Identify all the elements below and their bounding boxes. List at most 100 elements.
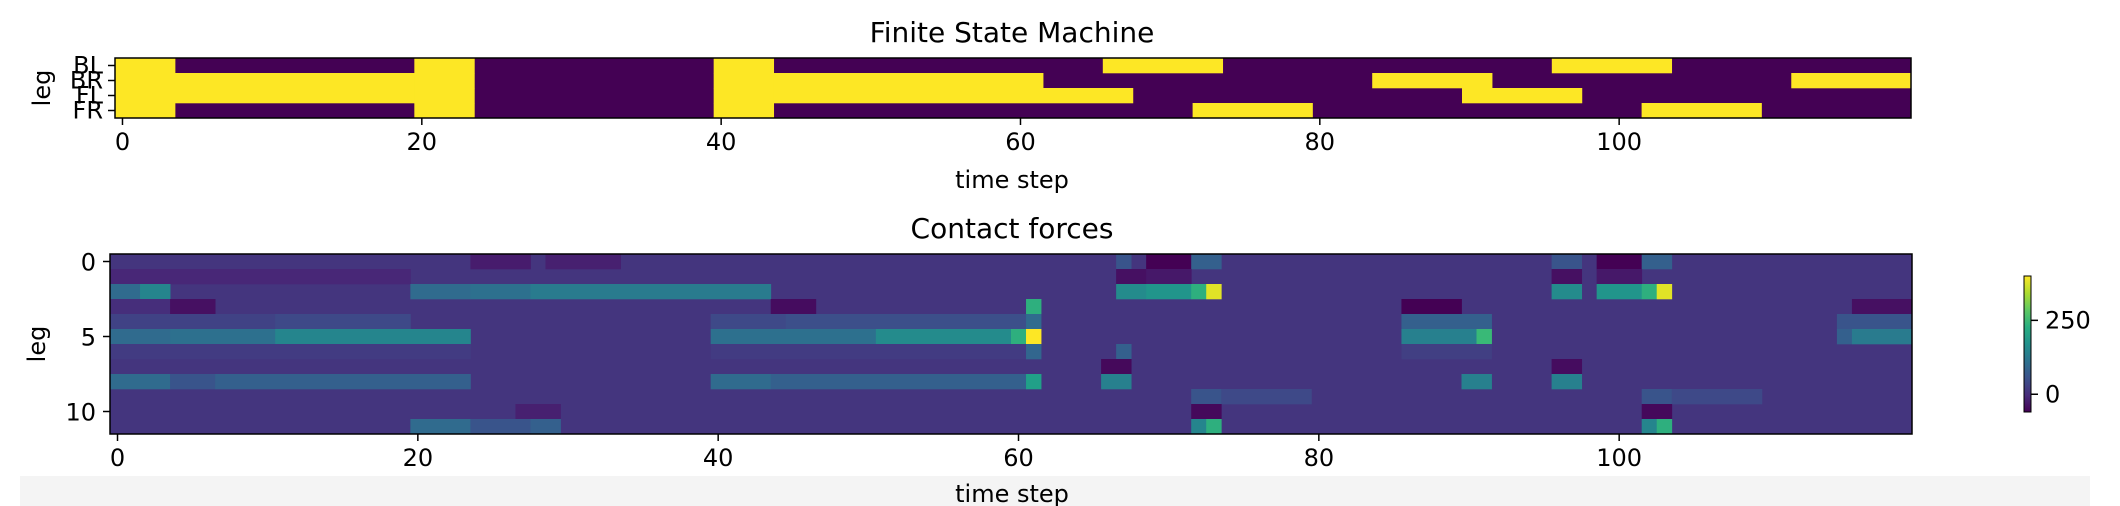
forces-cell: [1641, 389, 1673, 405]
forces-cell: [710, 344, 1027, 360]
fsm-axes-frame: [114, 57, 1912, 119]
forces-cell: [1461, 374, 1492, 390]
forces-cell: [1851, 329, 1913, 345]
forces-cell: [785, 314, 1027, 330]
forces-cell: [110, 284, 141, 300]
forces-cell: [110, 374, 171, 390]
forces-cell: [1401, 344, 1492, 360]
fsm-y-tick-label: FL: [76, 82, 104, 110]
forces-cell: [110, 299, 171, 315]
forces-cell: [1401, 314, 1492, 330]
forces-cell: [215, 374, 471, 390]
fsm-x-tick-label: 40: [706, 128, 737, 156]
fsm-x-label: time step: [955, 166, 1069, 194]
forces-cell: [1551, 359, 1583, 375]
forces-cell: [710, 374, 772, 390]
forces-cell: [110, 314, 276, 330]
forces-cell: [110, 344, 471, 360]
forces-x-tick-label: 60: [1003, 444, 1034, 472]
fsm-stance-cell: [1102, 58, 1224, 74]
forces-cell: [1656, 284, 1673, 300]
fsm-stance-cell: [773, 73, 1044, 89]
forces-cell: [1221, 389, 1312, 405]
forces-cell: [1836, 329, 1853, 345]
forces-cell: [1191, 404, 1222, 420]
forces-cell: [1596, 269, 1643, 285]
forces-cell: [1191, 284, 1207, 300]
fsm-y-tick-label: BR: [70, 67, 103, 95]
forces-cell: [1026, 299, 1042, 315]
forces-cell: [470, 419, 531, 435]
forces-cell: [1116, 269, 1147, 285]
colorbar-tick-label: 0: [2045, 380, 2060, 408]
fsm-stance-cell: [414, 58, 475, 74]
fsm-title: Finite State Machine: [870, 16, 1155, 49]
forces-cell: [1401, 329, 1477, 345]
forces-cell: [1641, 419, 1658, 435]
fsm-stance-cell: [1462, 88, 1583, 104]
forces-cell: [1026, 314, 1042, 330]
forces-cell: [410, 284, 471, 300]
forces-cell: [1596, 254, 1643, 270]
fsm-x-tick-label: 60: [1005, 128, 1036, 156]
forces-cell: [545, 254, 621, 270]
forces-cell: [1641, 404, 1673, 420]
fsm-stance-cell: [115, 73, 415, 89]
forces-cell: [770, 299, 817, 315]
fsm-stance-cell: [414, 73, 475, 89]
colorbar-gradient: [2023, 275, 2032, 413]
forces-cell: [1101, 359, 1132, 375]
forces-cell: [110, 329, 171, 345]
forces-x-tick-label: 0: [110, 444, 125, 472]
fsm-stance-cell: [713, 88, 775, 104]
forces-cell: [170, 329, 276, 345]
forces-cell: [710, 329, 877, 345]
forces-heatmap: [110, 254, 1913, 435]
forces-cell: [1026, 374, 1042, 390]
forces-cell: [875, 329, 1012, 345]
forces-cell: [1116, 284, 1147, 300]
forces-cell: [470, 284, 531, 300]
fsm-y-label: leg: [28, 70, 56, 107]
fsm-stance-cell: [115, 88, 415, 104]
forces-cell: [140, 284, 171, 300]
forces-cell: [1206, 419, 1222, 435]
forces-x-tick-label: 80: [1304, 444, 1335, 472]
forces-cell: [410, 419, 471, 435]
forces-cell: [1596, 284, 1643, 300]
bottom-band: [20, 476, 2090, 506]
forces-cell: [1641, 284, 1658, 300]
forces-cell: [1551, 284, 1583, 300]
forces-cell: [1191, 389, 1222, 405]
forces-title: Contact forces: [911, 212, 1114, 245]
forces-cell: [1476, 329, 1492, 345]
fsm-y-tick-label: FR: [73, 97, 103, 125]
fsm-x-tick-label: 80: [1305, 128, 1336, 156]
fsm-x-tick-label: 100: [1596, 128, 1642, 156]
fsm-heatmap: [115, 58, 1912, 119]
forces-cell: [1116, 254, 1132, 270]
forces-y-tick-label: 10: [65, 399, 96, 427]
fsm-x-tick-label: 0: [115, 128, 130, 156]
fsm-stance-cell: [773, 88, 1134, 104]
forces-cell: [1641, 254, 1673, 270]
forces-cell: [530, 284, 772, 300]
forces-y-tick-label: 0: [81, 249, 96, 277]
fsm-stance-cell: [115, 103, 176, 119]
fsm-x-tick-label: 20: [407, 128, 438, 156]
forces-x-tick-label: 20: [403, 444, 434, 472]
forces-axes-frame: [109, 253, 1913, 435]
forces-cell: [1401, 299, 1462, 315]
forces-cell: [1851, 299, 1913, 315]
fsm-y-tick-label: BL: [73, 52, 103, 80]
forces-cell: [515, 404, 561, 420]
forces-cell: [1146, 254, 1192, 270]
forces-cell: [170, 299, 216, 315]
forces-cell: [1551, 254, 1583, 270]
